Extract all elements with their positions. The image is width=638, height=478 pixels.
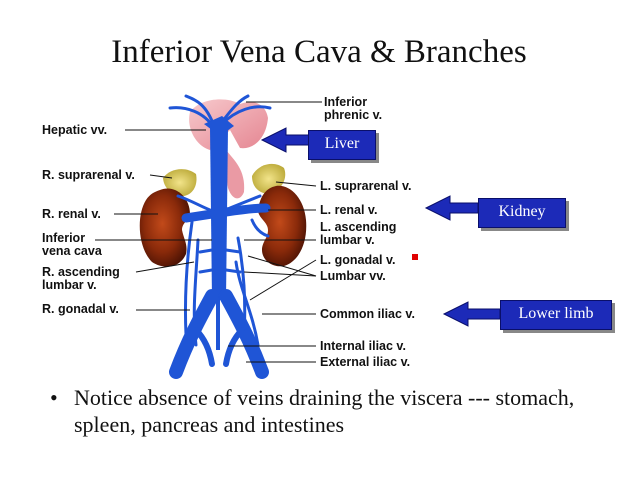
label-inferior-phrenic-line2: phrenic v. (324, 108, 383, 122)
label-inferior-phrenic-line1: Inferior (324, 95, 368, 109)
arrow-lower-limb-icon (442, 301, 501, 327)
bullet-note: • Notice absence of veins draining the v… (50, 384, 610, 438)
label-external-iliac-vein: External iliac v. (320, 355, 411, 369)
arrow-liver-icon (260, 127, 311, 153)
label-r-gonadal-vein: R. gonadal v. (42, 302, 119, 316)
label-r-ascending-lumbar-line1: R. ascending (42, 265, 120, 279)
bullet-text: Notice absence of veins draining the vis… (74, 385, 575, 437)
label-ivc-line1: Inferior (42, 231, 86, 245)
renal-veins (176, 194, 271, 223)
label-internal-iliac-vein: Internal iliac v. (320, 339, 406, 353)
label-r-renal-vein: R. renal v. (42, 207, 101, 221)
tag-lower-limb: Lower limb (500, 300, 612, 330)
ivc-trunk (169, 116, 269, 379)
slide-title: Inferior Vena Cava & Branches (111, 34, 527, 70)
label-l-ascending-lumbar-line2: lumbar v. (320, 233, 375, 247)
label-l-renal-vein: L. renal v. (320, 203, 378, 217)
label-lumbar-veins: Lumbar vv. (320, 269, 386, 283)
label-ivc-line2: vena cava (42, 244, 102, 258)
kidneys (139, 185, 307, 267)
red-marker (412, 254, 418, 260)
label-r-suprarenal-vein: R. suprarenal v. (42, 168, 135, 182)
label-l-ascending-lumbar-line1: L. ascending (320, 220, 397, 234)
label-r-ascending-lumbar-line2: lumbar v. (42, 278, 97, 292)
label-hepatic-veins: Hepatic vv. (42, 123, 108, 137)
label-l-suprarenal-vein: L. suprarenal v. (320, 179, 412, 193)
lumbar-veins (198, 248, 242, 274)
label-l-gonadal-vein: L. gonadal v. (320, 253, 396, 267)
arrow-kidney-icon (424, 195, 479, 221)
label-common-iliac-vein: Common iliac v. (320, 307, 415, 321)
leader-lines-right (228, 101, 322, 363)
bullet-symbol: • (50, 385, 58, 410)
leader-lines-left (95, 129, 212, 311)
tag-liver: Liver (308, 130, 376, 160)
tag-kidney: Kidney (478, 198, 566, 228)
